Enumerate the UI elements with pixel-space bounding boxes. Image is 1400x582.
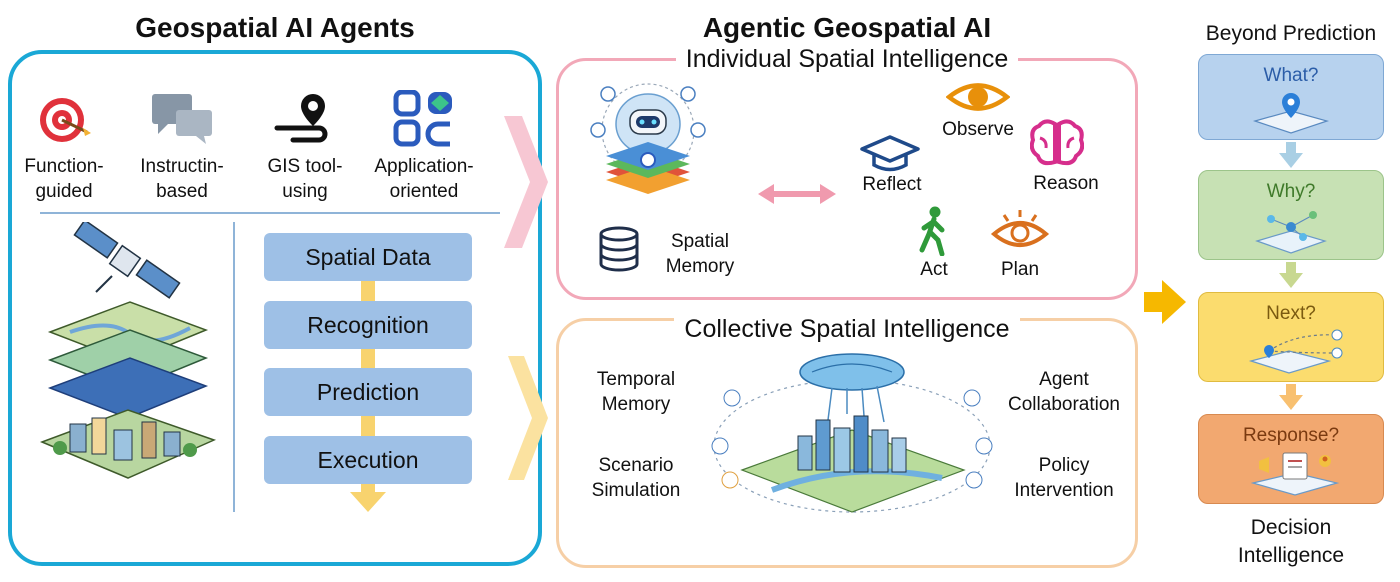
collective-title-wrap: Collective Spatial Intelligence xyxy=(556,315,1138,344)
agent-type-line2: oriented xyxy=(389,181,459,202)
map-pin-icon xyxy=(1252,93,1330,134)
vertical-divider xyxy=(233,222,235,512)
arrow-down-icon xyxy=(1279,384,1303,410)
capability-observe: Observe xyxy=(942,119,1014,140)
map-pin-route-icon xyxy=(274,94,328,143)
brain-icon xyxy=(1030,119,1084,166)
spatial-memory-line1: Spatial xyxy=(670,231,730,252)
scenario-simulation-line2: Simulation xyxy=(591,480,681,501)
agent-type-gis-tool-using: GIS tool- using xyxy=(245,90,365,204)
decision-intelligence-line2: Intelligence xyxy=(1237,544,1345,567)
individual-title-wrap: Individual Spatial Intelligence xyxy=(556,45,1138,74)
chat-bubbles-icon xyxy=(152,94,212,144)
agent-collaboration-line2: Collaboration xyxy=(1008,394,1120,415)
temporal-memory-line1: Temporal xyxy=(596,369,676,390)
temporal-memory-line2: Memory xyxy=(601,394,671,415)
capability-reason: Reason xyxy=(1033,173,1099,194)
satellite-map-layers-city-icon xyxy=(39,222,217,479)
agent-type-line2: based xyxy=(156,181,208,202)
stage-prediction: Prediction xyxy=(264,368,472,416)
question-why-card: Why? xyxy=(1198,170,1384,260)
agent-type-line1: GIS tool- xyxy=(267,156,343,177)
stage-flow-arrow-head xyxy=(350,492,386,512)
chevron-right-icon xyxy=(508,356,548,480)
collective-title: Collective Spatial Intelligence xyxy=(674,315,1020,343)
chevron-right-icon xyxy=(504,116,548,248)
satellite-icon xyxy=(73,222,181,299)
insight-eye-icon xyxy=(990,210,1050,247)
brain-cloud-icon xyxy=(799,353,905,423)
route-forecast-icon xyxy=(1248,329,1343,374)
app-grid-icon xyxy=(393,90,452,147)
question-text: Next? xyxy=(1266,303,1316,324)
network-layers-icon xyxy=(1255,211,1327,254)
agent-type-line2: guided xyxy=(35,181,93,202)
capability-act: Act xyxy=(920,259,948,280)
stage-spatial-data: Spatial Data xyxy=(264,233,472,281)
right-title: Beyond Prediction xyxy=(1205,22,1377,45)
question-text: What? xyxy=(1263,65,1319,86)
policy-intervention-line2: Intervention xyxy=(1014,480,1114,501)
walking-person-icon xyxy=(919,206,945,256)
middle-title: Agentic Geospatial AI xyxy=(702,12,992,43)
decision-intelligence-line1: Decision xyxy=(1250,516,1332,539)
response-dashboard-icon xyxy=(1250,452,1340,496)
left-title: Geospatial AI Agents xyxy=(135,12,415,43)
geospatial-ai-agents-panel xyxy=(8,50,542,566)
arrow-down-icon xyxy=(1279,142,1303,168)
policy-intervention-line1: Policy xyxy=(1038,455,1090,476)
spatial-memory-line2: Memory xyxy=(665,256,735,277)
database-icon xyxy=(599,226,639,272)
agent-type-function-guided: Function- guided xyxy=(4,90,124,204)
eye-icon xyxy=(946,83,1010,111)
question-text: Why? xyxy=(1266,181,1316,202)
agent-type-line1: Application- xyxy=(374,156,474,177)
bidirectional-arrow-icon xyxy=(758,184,836,204)
arrow-down-icon xyxy=(1279,262,1303,288)
capability-reflect: Reflect xyxy=(862,174,922,195)
brain-cloud-city-icon xyxy=(711,353,993,513)
stage-recognition: Recognition xyxy=(264,301,472,349)
question-text: Response? xyxy=(1242,425,1340,446)
arrow-right-icon xyxy=(1144,280,1186,324)
question-response-card: Response? xyxy=(1198,414,1384,504)
capability-plan: Plan xyxy=(1000,259,1040,280)
question-next-card: Next? xyxy=(1198,292,1384,382)
agent-type-instruction-based: Instructin- based xyxy=(122,90,242,204)
agent-collaboration-line1: Agent xyxy=(1039,369,1089,390)
stage-execution: Execution xyxy=(264,436,472,484)
individual-title: Individual Spatial Intelligence xyxy=(675,45,1019,73)
graduation-cap-icon xyxy=(860,135,920,172)
agent-type-line1: Function- xyxy=(24,156,104,177)
scenario-simulation-line1: Scenario xyxy=(598,455,674,476)
target-icon xyxy=(40,98,91,142)
agent-type-application-oriented: Application- oriented xyxy=(364,90,484,204)
agent-type-line2: using xyxy=(282,181,328,202)
robot-map-layers-icon xyxy=(590,83,706,194)
agent-type-line1: Instructin- xyxy=(140,156,224,177)
question-what-card: What? xyxy=(1198,54,1384,140)
horizontal-divider xyxy=(40,212,500,214)
